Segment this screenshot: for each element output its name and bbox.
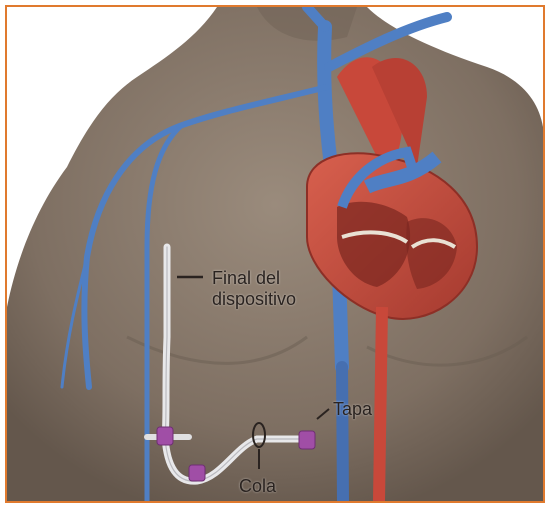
label-cap: Tapa xyxy=(333,400,372,419)
descending-aorta xyxy=(379,307,382,501)
label-tail: Cola xyxy=(239,477,276,496)
chest-illustration xyxy=(7,7,543,501)
label-end-of-device-line2: dispositivo xyxy=(212,290,296,309)
label-end-of-device-line1: Final del xyxy=(212,269,280,288)
illustration-frame: Final del dispositivo Cola Tapa xyxy=(5,5,545,503)
